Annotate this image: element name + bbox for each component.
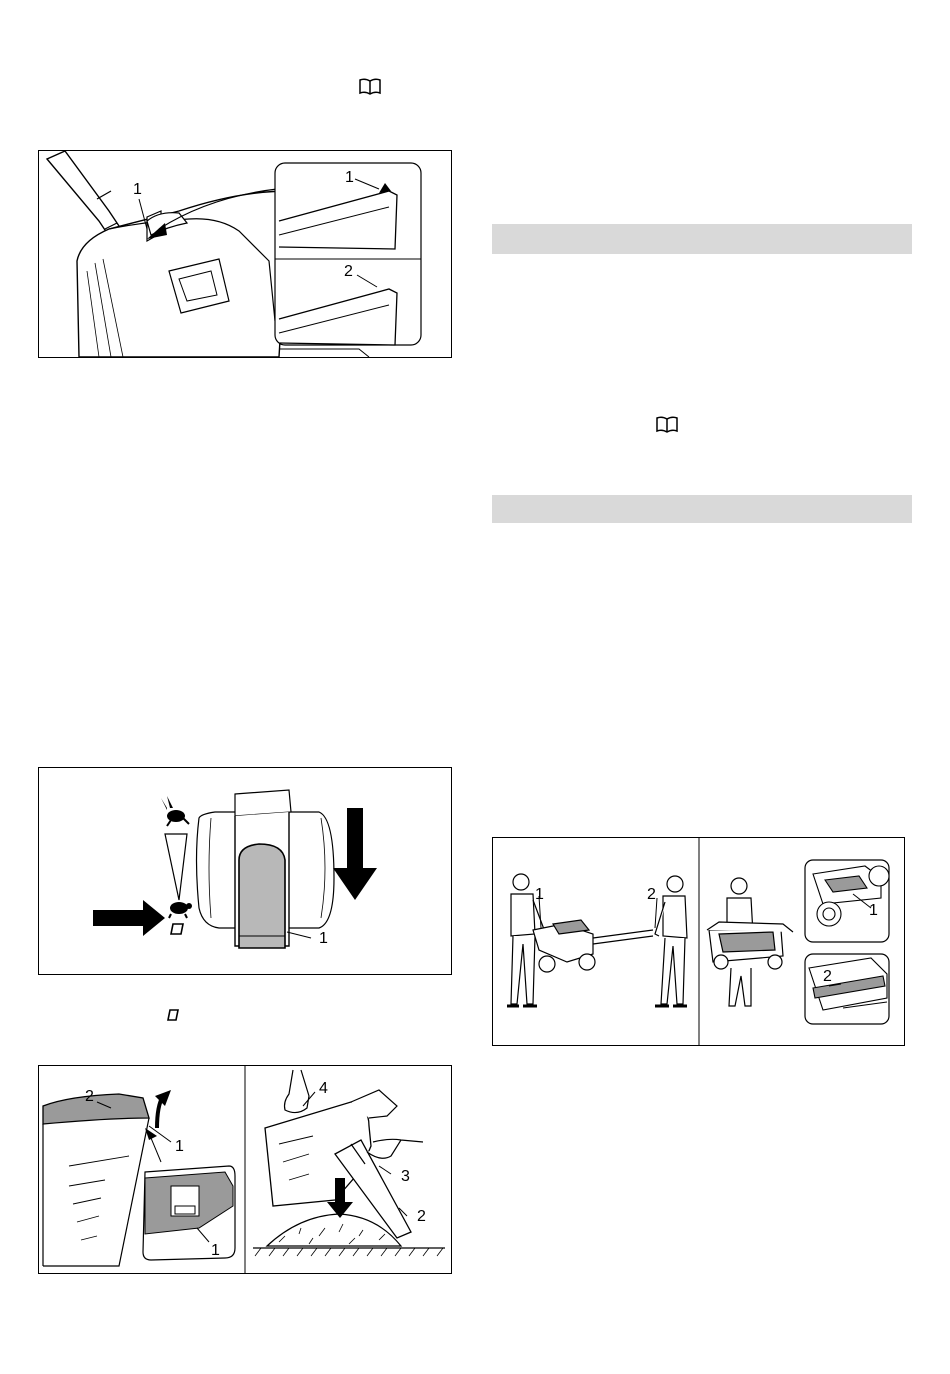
figure-empty-catcher: 2 1 1 4 3 2	[38, 1065, 452, 1274]
mode-square-icon	[166, 1008, 180, 1022]
fig3-callout-detail: 1	[211, 1242, 220, 1260]
fig3-callout-latch: 1	[175, 1138, 184, 1156]
fig1-callout-inset-top: 1	[345, 169, 354, 187]
fig4-callout-person2: 2	[647, 886, 656, 904]
fig3-callout-hand: 4	[319, 1080, 328, 1098]
fig2-callout: 1	[319, 930, 328, 948]
manual-book-icon	[656, 416, 678, 434]
fig3-callout-bag: 2	[417, 1208, 426, 1226]
fig4-inset-bottom: 2	[823, 968, 832, 986]
figure-carry-mower: 1 2 1 2	[492, 837, 905, 1046]
fig3-callout-handle: 3	[401, 1168, 410, 1186]
figure-speed-control: 1	[38, 767, 452, 975]
person-right	[655, 876, 687, 1006]
manual-book-icon	[359, 78, 381, 96]
fig1-callout-main: 1	[133, 181, 142, 199]
fig4-inset-top: 1	[869, 902, 878, 920]
section-heading-bar-1	[492, 224, 912, 254]
rabbit-icon	[161, 796, 189, 826]
fig1-callout-inset-bottom: 2	[344, 263, 353, 281]
fig4-callout-person1: 1	[535, 886, 544, 904]
turtle-icon	[169, 902, 192, 918]
figure-catcher-indicator: 1 1 2	[38, 150, 452, 358]
fig3-callout-cover: 2	[85, 1088, 94, 1106]
section-heading-bar-2	[492, 495, 912, 523]
